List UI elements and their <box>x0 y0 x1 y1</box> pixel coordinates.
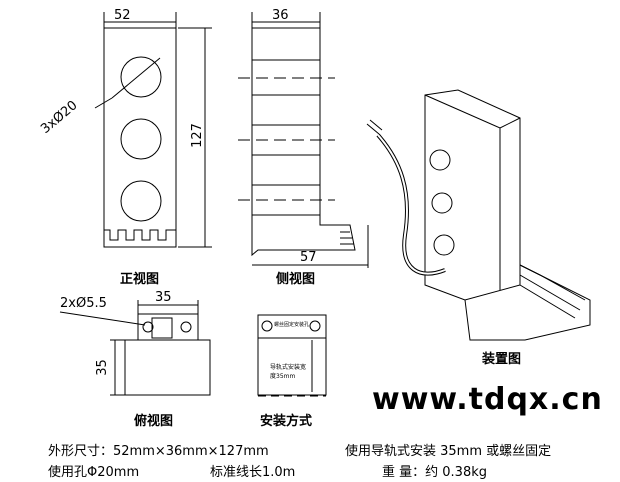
front-view-label: 正视图 <box>120 272 160 287</box>
spec-cable: 标准线长1.0m <box>210 465 296 480</box>
spec-weight: 重 量：约 0.38kg <box>382 465 487 480</box>
front-width-dim: 52 <box>114 8 131 23</box>
top-view-label: 俯视图 <box>134 414 174 429</box>
spec-size: 外形尺寸：52mm×36mm×127mm <box>48 444 269 459</box>
front-view <box>94 12 212 248</box>
watermark: www.tdqx.cn <box>372 382 603 417</box>
side-width-dim: 36 <box>272 8 289 23</box>
side-bottom-dim: 57 <box>300 250 317 265</box>
side-view-label: 侧视图 <box>276 272 316 287</box>
top-height-dim: 35 <box>94 359 110 376</box>
top-width-dim: 35 <box>155 290 172 305</box>
device-view <box>366 89 591 341</box>
install-label: 安装方式 <box>260 414 313 429</box>
front-height-dim: 127 <box>189 123 205 148</box>
install-view <box>257 314 327 397</box>
side-view <box>238 12 369 268</box>
top-view <box>59 300 211 396</box>
device-label: 装置图 <box>482 352 522 367</box>
screw-note: 螺丝固定安装孔 <box>274 322 310 328</box>
spec-mount: 使用导轨式安装 35mm 或螺丝固定 <box>345 444 552 459</box>
top-holes-dim: 2xØ5.5 <box>60 296 107 311</box>
rail-note: 导轨式安装宽度35mm <box>270 364 307 380</box>
spec-hole: 使用孔Φ20mm <box>48 465 140 480</box>
